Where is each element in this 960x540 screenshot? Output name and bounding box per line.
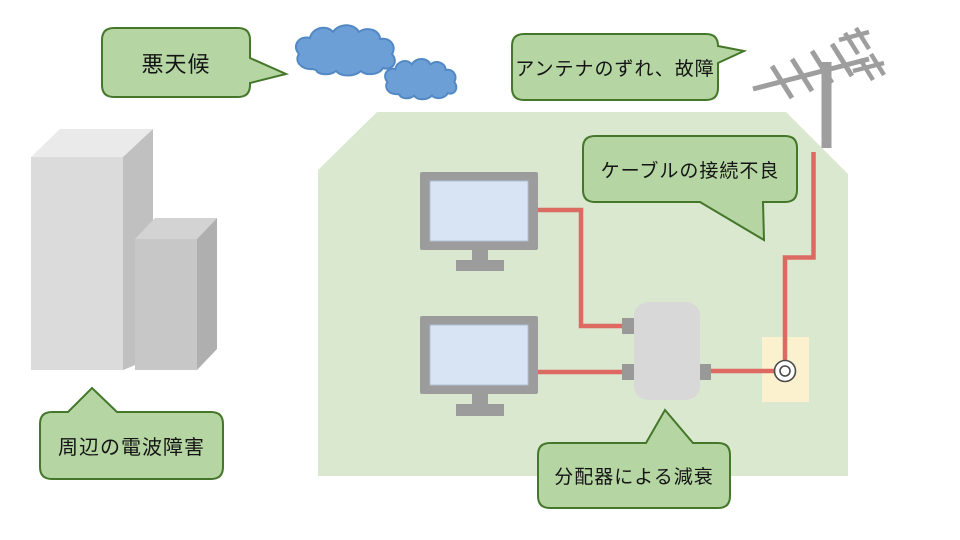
splitter-icon <box>622 302 711 400</box>
splitter-callout-bubble <box>537 408 731 509</box>
splitter-port <box>622 318 635 334</box>
splitter-body <box>634 302 700 400</box>
weather-callout-bubble <box>101 27 290 98</box>
antenna-callout-bubble <box>511 33 748 101</box>
tv-icon <box>420 316 538 416</box>
tv-screen <box>429 180 529 242</box>
tv-antenna-icon <box>752 26 886 148</box>
building-icon <box>31 129 153 370</box>
coax-cables <box>538 152 816 375</box>
coax-cable-line <box>782 152 816 362</box>
antenna-callout-label: アンテナのずれ、故障 <box>515 58 715 80</box>
cloud-icon <box>385 59 456 99</box>
tv-icon <box>420 172 538 271</box>
coax-outlet-icon <box>773 359 797 383</box>
cable-callout-label: ケーブルの接続不良 <box>600 160 780 182</box>
cable-callout-bubble <box>582 135 798 242</box>
coax-cable-line <box>538 207 624 329</box>
splitter-port <box>622 364 635 380</box>
buildings-group <box>31 129 217 370</box>
weather-callout-label: 悪天候 <box>141 51 211 77</box>
splitter-callout-label: 分配器による減衰 <box>554 467 714 488</box>
interference-callout-bubble <box>39 386 224 480</box>
tv-screen <box>429 324 529 386</box>
clouds-group <box>296 25 456 99</box>
interference-callout-label: 周辺の電波障害 <box>58 437 205 459</box>
splitter-port <box>698 364 711 380</box>
building-icon <box>135 218 217 370</box>
cloud-icon <box>296 25 395 75</box>
